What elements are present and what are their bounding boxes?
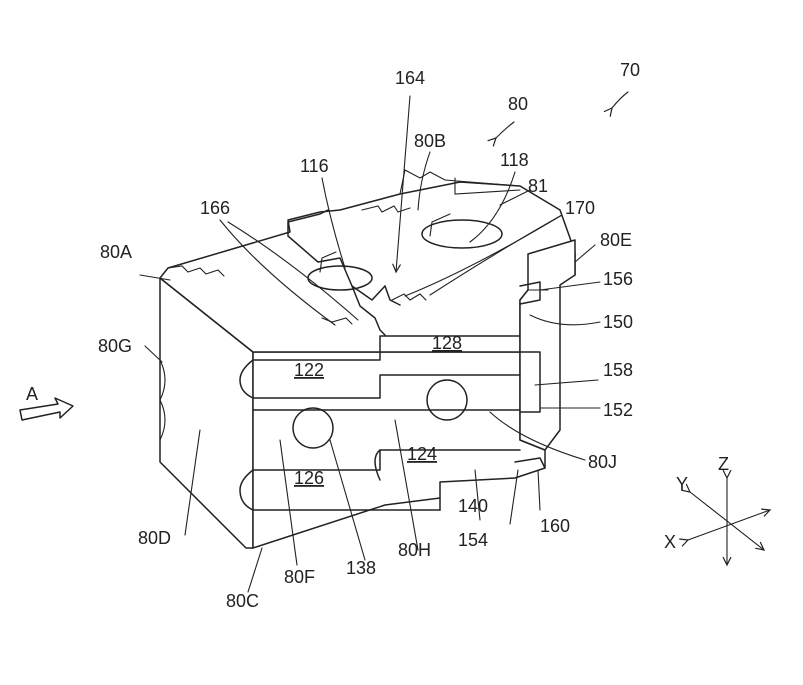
- axis-label-X: X: [664, 532, 676, 552]
- label-158: 158: [603, 360, 633, 380]
- label-126: 126: [294, 468, 324, 488]
- label-80D: 80D: [138, 528, 171, 548]
- label-80A: 80A: [100, 242, 132, 262]
- label-118: 118: [500, 150, 529, 170]
- axis-label-Y: Y: [676, 474, 688, 494]
- label-154: 154: [458, 530, 488, 550]
- label-150: 150: [603, 312, 633, 332]
- label-166: 166: [200, 198, 230, 218]
- label-164: 164: [395, 68, 425, 88]
- label-A: A: [26, 384, 38, 404]
- label-80C: 80C: [226, 591, 259, 611]
- axis-label-Z: Z: [718, 454, 729, 474]
- label-80: 80: [508, 94, 528, 114]
- label-156: 156: [603, 269, 633, 289]
- label-116: 116: [300, 156, 329, 176]
- axis-triad: [688, 478, 770, 565]
- label-140: 140: [458, 496, 488, 516]
- label-70: 70: [620, 60, 640, 80]
- label-138: 138: [346, 558, 376, 578]
- label-160: 160: [540, 516, 570, 536]
- label-122: 122: [294, 360, 324, 380]
- label-80G: 80G: [98, 336, 132, 356]
- label-124: 124: [407, 444, 437, 464]
- label-80H: 80H: [398, 540, 431, 560]
- label-80J: 80J: [588, 452, 617, 472]
- label-170: 170: [565, 198, 595, 218]
- label-81: 81: [528, 176, 548, 196]
- label-80E: 80E: [600, 230, 632, 250]
- label-128: 128: [432, 333, 462, 353]
- label-80B: 80B: [414, 131, 446, 151]
- connector-block: [160, 170, 575, 548]
- label-80F: 80F: [284, 567, 315, 587]
- right-face-80E: [520, 240, 575, 450]
- label-152: 152: [603, 400, 633, 420]
